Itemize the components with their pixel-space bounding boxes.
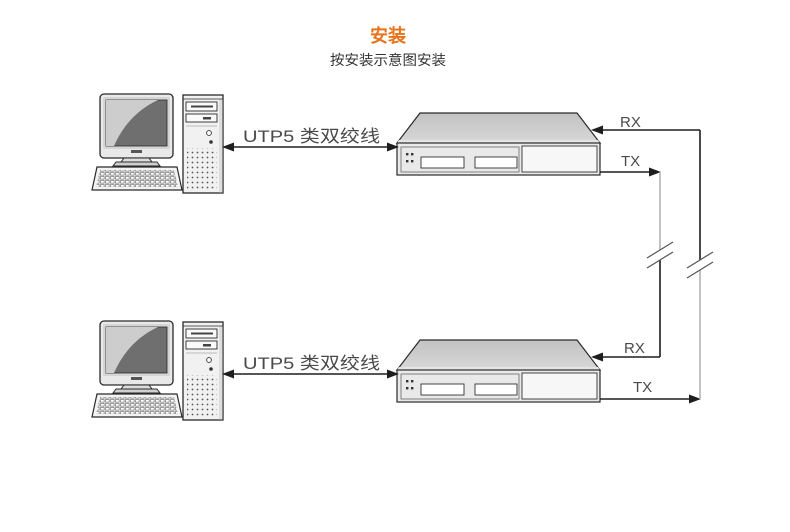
arrow-right-icon: [689, 394, 701, 404]
line-break-icon: [646, 241, 674, 269]
page-title: 安装: [370, 25, 406, 46]
desktop-computer-icon: [91, 320, 224, 421]
tx-fiber: [600, 167, 661, 177]
tx-label: TX: [633, 379, 652, 396]
network-device-icon: [396, 112, 601, 176]
utp-cable: [222, 142, 399, 152]
rx-fiber: [591, 352, 660, 362]
utp-cable: [222, 369, 399, 379]
cable-label: UTP5 类双绞线: [243, 354, 380, 373]
arrow-left-icon: [591, 125, 603, 135]
network-device-icon: [396, 339, 601, 403]
fiber-bottom-tx-to-top-rx: [686, 130, 714, 399]
rx-label: RX: [620, 114, 641, 131]
page-subtitle: 按安装示意图安装: [330, 52, 446, 68]
arrow-right-icon: [387, 142, 399, 152]
arrow-right-icon: [387, 369, 399, 379]
desktop-computer-icon: [91, 93, 224, 194]
arrow-left-icon: [591, 352, 603, 362]
arrow-right-icon: [649, 167, 661, 177]
fiber-top-tx-to-bottom-rx: [646, 172, 674, 357]
arrow-left-icon: [222, 369, 234, 379]
rx-label: RX: [624, 340, 645, 357]
link-row-1: UTP5 类双绞线 RX TX: [91, 93, 700, 194]
line-break-icon: [686, 251, 714, 279]
link-row-2: UTP5 类双绞线 RX TX: [91, 320, 701, 421]
tx-label: TX: [621, 153, 640, 170]
cable-label: UTP5 类双绞线: [243, 127, 380, 146]
arrow-left-icon: [222, 142, 234, 152]
tx-fiber: [600, 394, 701, 404]
rx-fiber: [591, 125, 700, 135]
